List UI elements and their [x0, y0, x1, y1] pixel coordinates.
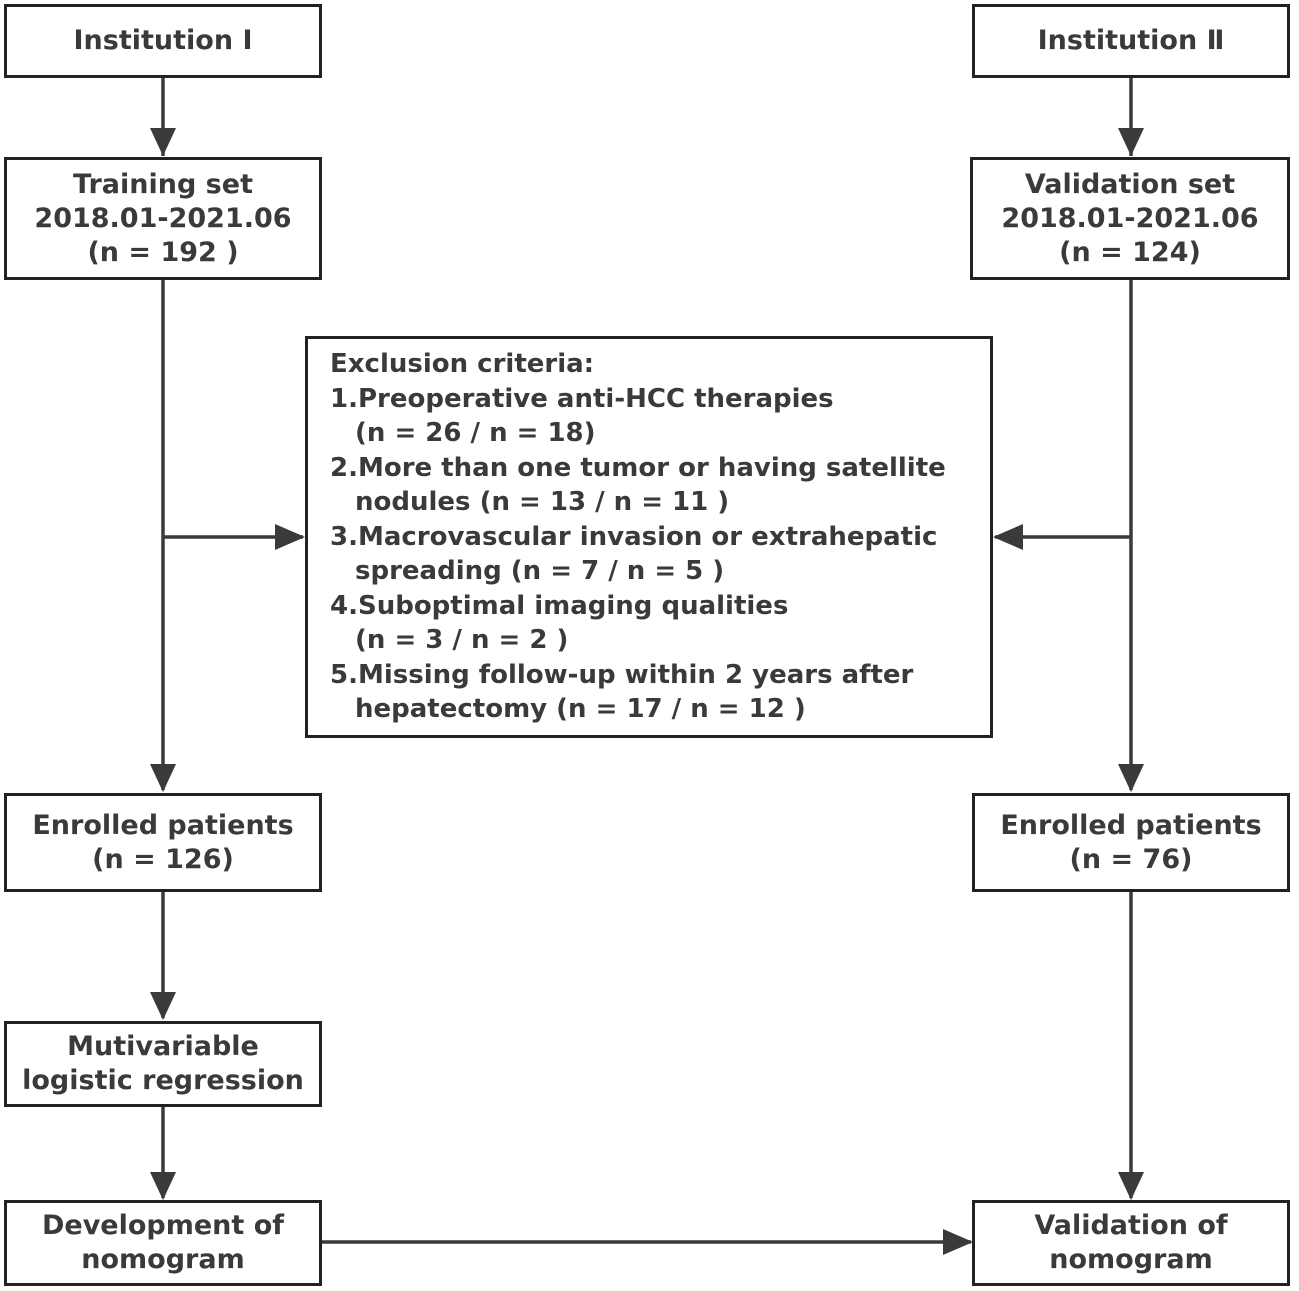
exclusion-item-1: 1.Preoperative anti-HCC therapies	[330, 383, 834, 414]
validation-set-count: (n = 124)	[1059, 236, 1201, 268]
exclusion-criteria-box: Exclusion criteria: 1.Preoperative anti-…	[305, 336, 993, 738]
arrowhead	[150, 992, 176, 1020]
exclusion-item-1-count: (n = 26 / n = 18)	[355, 418, 596, 448]
exclusion-item-5: 5.Missing follow-up within 2 years after	[330, 659, 914, 690]
exclusion-item-3: 3.Macrovascular invasion or extrahepatic	[330, 521, 938, 552]
validation-nomogram-line1: Validation of	[1034, 1210, 1228, 1241]
institution-2-label: Institution Ⅱ	[1037, 25, 1225, 56]
arrowhead	[1118, 1172, 1144, 1200]
regression-line1: Mutivariable	[67, 1031, 259, 1062]
arrowhead	[1118, 128, 1144, 156]
enrolled-left-title: Enrolled patients	[32, 809, 294, 841]
training-set-period: 2018.01-2021.06	[34, 202, 292, 234]
exclusion-criteria-title: Exclusion criteria:	[330, 349, 595, 379]
validation-nomogram-box: Validation of nomogram	[972, 1200, 1290, 1286]
development-line2: nomogram	[81, 1244, 245, 1275]
arrowhead	[1118, 764, 1144, 792]
exclusion-item-4: 4.Suboptimal imaging qualities	[330, 590, 789, 621]
training-set-count: (n = 192 )	[87, 236, 239, 268]
arrowhead	[943, 1229, 973, 1255]
exclusion-item-2: 2.More than one tumor or having satellit…	[330, 452, 946, 483]
arrowhead	[150, 128, 176, 156]
arrowhead	[150, 1172, 176, 1200]
training-set-title: Training set	[73, 168, 253, 200]
enrolled-left-box: Enrolled patients (n = 126)	[4, 793, 322, 892]
training-set-box: Training set 2018.01-2021.06 (n = 192 )	[4, 157, 322, 280]
exclusion-item-5-cont: hepatectomy (n = 17 / n = 12 )	[355, 694, 806, 724]
validation-set-box: Validation set 2018.01-2021.06 (n = 124)	[970, 157, 1290, 280]
enrolled-right-count: (n = 76)	[1069, 843, 1193, 875]
arrowhead	[275, 524, 305, 550]
institution-1-box: Institution Ⅰ	[4, 4, 322, 78]
regression-line2: logistic regression	[22, 1065, 304, 1096]
regression-box: Mutivariable logistic regression	[4, 1021, 322, 1107]
exclusion-item-4-count: (n = 3 / n = 2 )	[355, 625, 569, 655]
exclusion-item-3-cont: spreading (n = 7 / n = 5 )	[355, 556, 725, 586]
enrolled-right-title: Enrolled patients	[1000, 809, 1262, 841]
enrolled-left-count: (n = 126)	[92, 843, 234, 875]
development-line1: Development of	[41, 1210, 285, 1241]
arrowhead	[993, 524, 1023, 550]
institution-1-label: Institution Ⅰ	[73, 25, 253, 56]
enrolled-right-box: Enrolled patients (n = 76)	[972, 793, 1290, 892]
validation-set-period: 2018.01-2021.06	[1001, 202, 1259, 234]
development-nomogram-box: Development of nomogram	[4, 1200, 322, 1286]
validation-set-title: Validation set	[1024, 168, 1236, 200]
institution-2-box: Institution Ⅱ	[972, 4, 1290, 78]
arrowhead	[150, 764, 176, 792]
exclusion-item-2-cont: nodules (n = 13 / n = 11 )	[355, 487, 730, 517]
validation-nomogram-line2: nomogram	[1049, 1244, 1213, 1275]
